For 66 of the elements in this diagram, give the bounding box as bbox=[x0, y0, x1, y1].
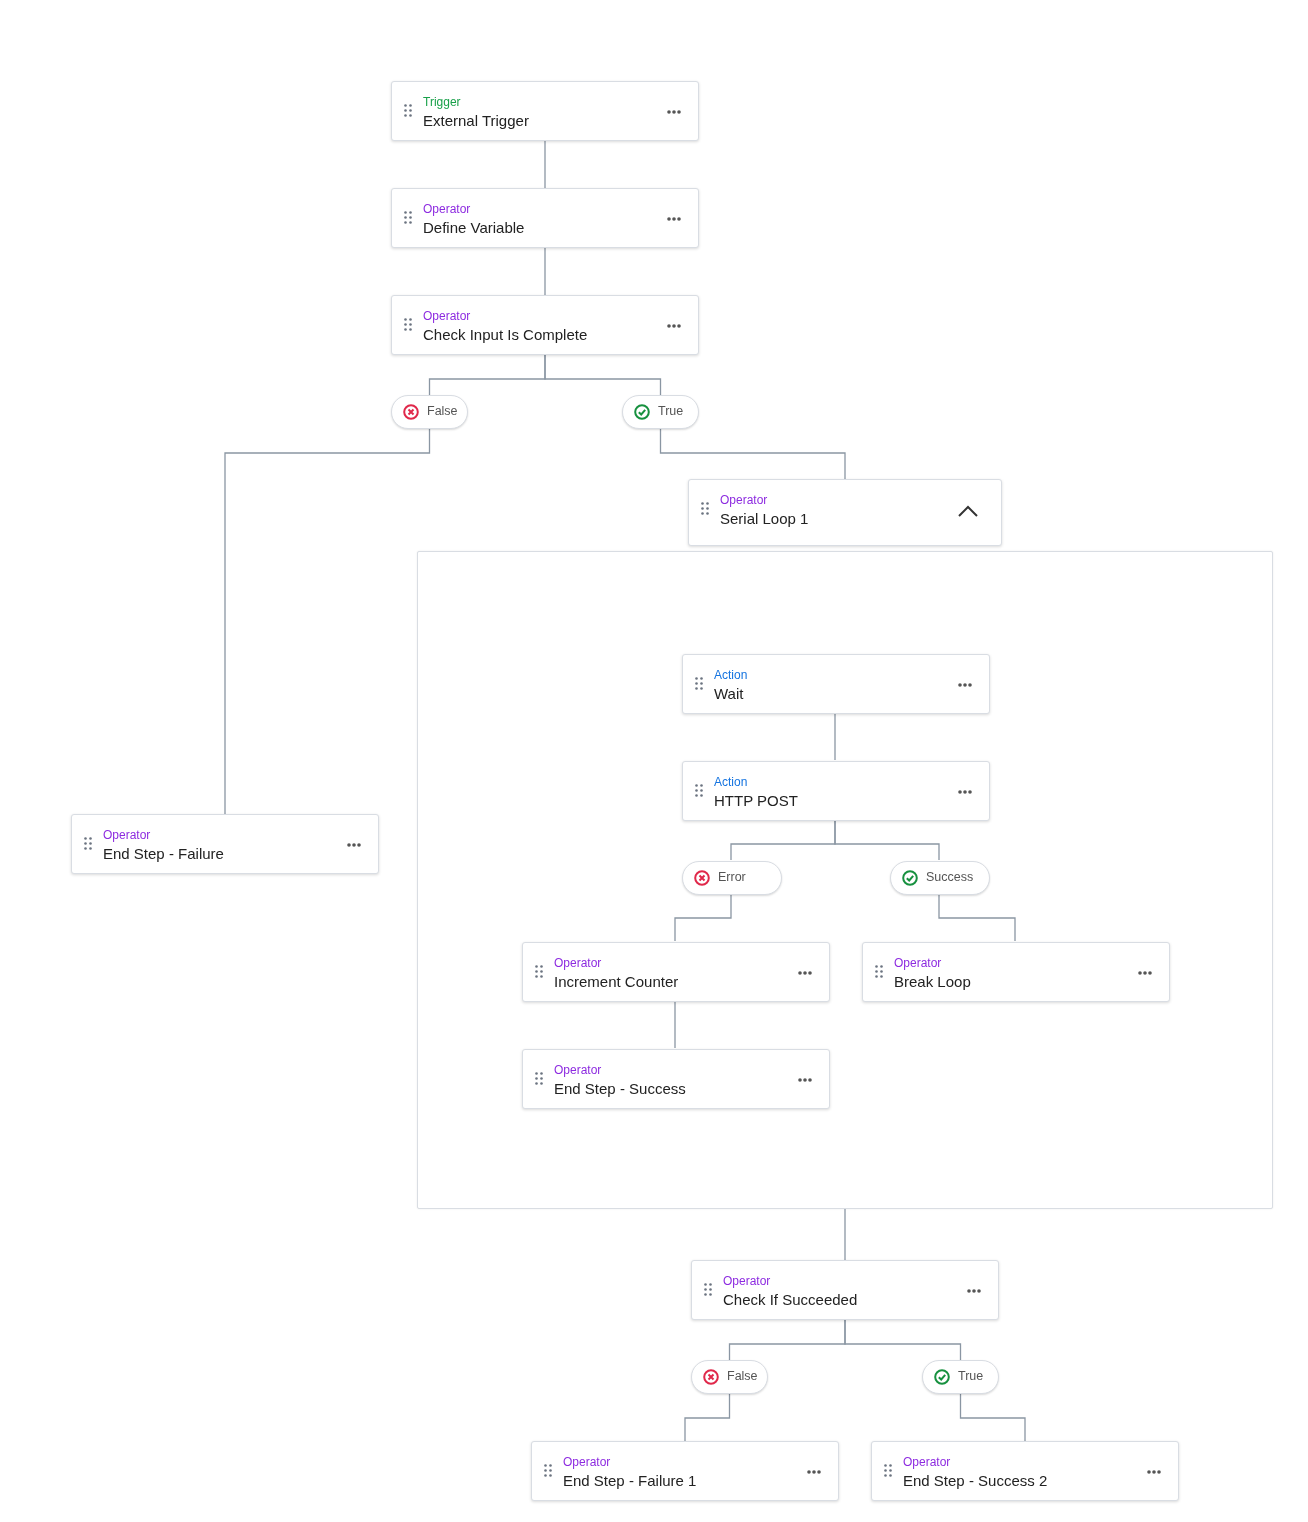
step-card bbox=[522, 942, 830, 1002]
branch-pill bbox=[890, 861, 990, 895]
step-type-label: Operator bbox=[423, 309, 471, 323]
step-type-label: Operator bbox=[720, 493, 768, 507]
branch-pill bbox=[682, 861, 782, 895]
connector-line bbox=[544, 140, 546, 189]
branch-label: True bbox=[658, 404, 684, 418]
step-name: HTTP POST bbox=[714, 792, 798, 809]
step-type-label: Operator bbox=[894, 956, 942, 970]
connector-line bbox=[544, 247, 546, 296]
loop-container-panel bbox=[417, 551, 1273, 1209]
branch-label: False bbox=[427, 404, 458, 418]
branch-label: True bbox=[958, 1369, 984, 1383]
connector-line bbox=[834, 819, 940, 861]
connector-line bbox=[224, 428, 431, 815]
step-type-label: Operator bbox=[563, 1455, 611, 1469]
connector-line bbox=[684, 1393, 731, 1442]
step-type-label: Action bbox=[714, 775, 748, 789]
connector-line bbox=[834, 712, 836, 761]
branch-label: Success bbox=[926, 870, 974, 884]
step-card bbox=[391, 188, 699, 248]
step-card bbox=[682, 654, 990, 714]
step-name: External Trigger bbox=[423, 112, 529, 129]
connector-line bbox=[674, 893, 732, 942]
step-name: End Step - Success 2 bbox=[903, 1472, 1048, 1489]
step-card bbox=[691, 1260, 999, 1320]
step-name: Check Input Is Complete bbox=[423, 326, 588, 343]
connector-line bbox=[959, 1393, 1026, 1442]
step-type-label: Operator bbox=[903, 1455, 951, 1469]
branch-pill bbox=[622, 395, 699, 429]
step-card bbox=[391, 81, 699, 141]
branch-label: Error bbox=[718, 870, 746, 884]
branch-pill bbox=[391, 395, 468, 429]
step-type-label: Action bbox=[714, 668, 748, 682]
step-name: End Step - Failure 1 bbox=[563, 1472, 697, 1489]
branch-pill bbox=[922, 1360, 999, 1394]
step-name: Define Variable bbox=[423, 219, 525, 236]
step-type-label: Operator bbox=[423, 202, 471, 216]
connector-line bbox=[844, 1319, 962, 1361]
step-card bbox=[391, 295, 699, 355]
step-name: End Step - Failure bbox=[103, 845, 224, 862]
connector-line bbox=[938, 893, 1016, 942]
step-name: Increment Counter bbox=[554, 973, 679, 990]
step-card bbox=[871, 1441, 1179, 1501]
step-type-label: Operator bbox=[103, 828, 151, 842]
step-card bbox=[531, 1441, 839, 1501]
step-name: Wait bbox=[714, 685, 744, 702]
step-card bbox=[522, 1049, 830, 1109]
branch-label: False bbox=[727, 1369, 758, 1383]
branch-pill bbox=[691, 1360, 768, 1394]
step-type-label: Operator bbox=[554, 1063, 602, 1077]
step-card bbox=[862, 942, 1170, 1002]
connector-line bbox=[544, 354, 662, 396]
step-name: Break Loop bbox=[894, 973, 971, 990]
step-card bbox=[71, 814, 379, 874]
connector-line bbox=[844, 1208, 846, 1261]
step-type-label: Operator bbox=[554, 956, 602, 970]
step-name: Check If Succeeded bbox=[723, 1291, 858, 1308]
step-name: End Step - Success bbox=[554, 1080, 686, 1097]
connector-line bbox=[659, 428, 846, 480]
connector-line bbox=[674, 1000, 676, 1049]
step-card bbox=[688, 479, 1002, 546]
step-type-label: Trigger bbox=[423, 95, 461, 109]
step-name: Serial Loop 1 bbox=[720, 510, 809, 527]
step-type-label: Operator bbox=[723, 1274, 771, 1288]
step-card bbox=[682, 761, 990, 821]
